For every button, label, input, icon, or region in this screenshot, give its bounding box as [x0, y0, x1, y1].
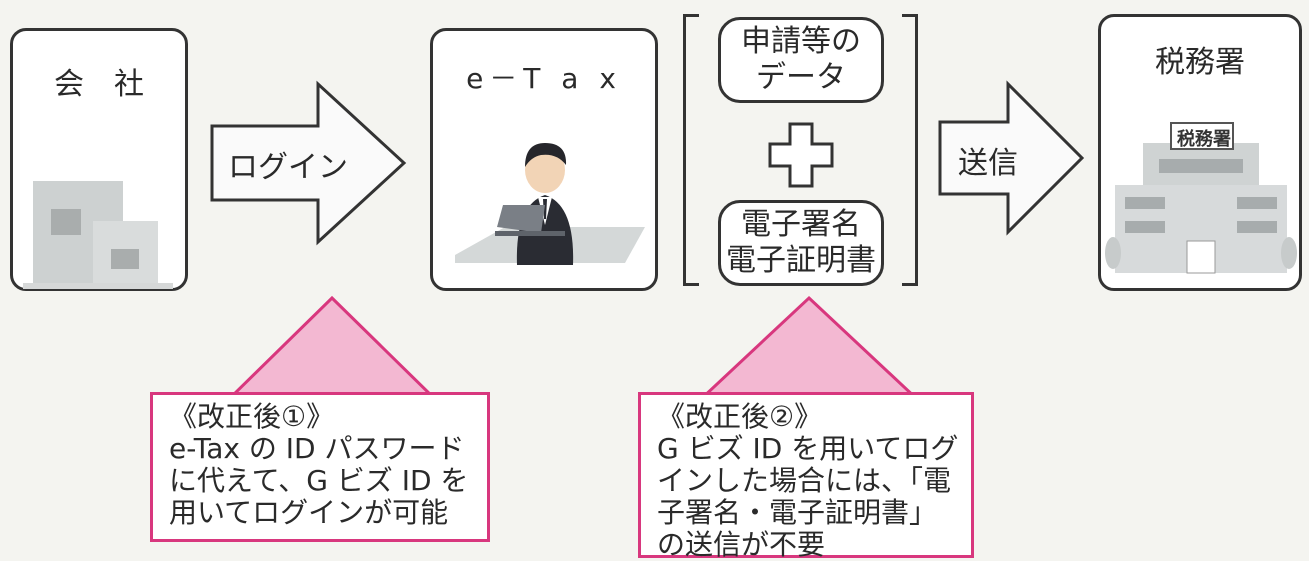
note2-line-3: 子署名・電子証明書」	[657, 496, 938, 529]
signature-line-2: 電子証明書	[726, 243, 876, 278]
office-building-icon	[23, 181, 173, 289]
etax-box: e－T a x	[430, 28, 658, 291]
tax-office-label: 税務署	[1155, 45, 1245, 80]
plus-icon	[768, 122, 834, 188]
note1-line-1: e-Tax の ID パスワード	[169, 432, 465, 465]
send-arrow	[938, 80, 1085, 236]
note1-arrow	[224, 295, 440, 404]
person-at-laptop-icon	[455, 143, 645, 265]
note2-line-4: の送信が不要	[657, 528, 826, 561]
tax-office-sign: 税務署	[1177, 129, 1231, 150]
note1-title: 《改正後①》	[169, 400, 335, 433]
login-label: ログイン	[228, 150, 348, 185]
application-data-line-1: 申請等の	[741, 24, 861, 59]
note2-box: 《改正後②》 G ビズ ID を用いてログ インした場合には、「電 子署名・電子…	[638, 392, 974, 561]
right-bracket	[902, 14, 918, 286]
application-data-box: 申請等の データ	[718, 17, 884, 103]
etax-label: e－T a x	[466, 62, 622, 95]
note1-line-3: 用いてログインが可能	[169, 496, 449, 529]
note2-line-1: G ビズ ID を用いてログ	[657, 432, 959, 465]
application-data-line-2: データ	[756, 60, 846, 95]
note1-line-2: に代えて、G ビズ ID を	[169, 464, 469, 497]
tax-office-box: 税務署 税務署	[1098, 14, 1302, 291]
signature-line-1: 電子署名	[741, 207, 861, 242]
company-label: 会 社	[54, 67, 144, 102]
company-box: 会 社	[10, 28, 188, 291]
note2-title: 《改正後②》	[657, 400, 823, 433]
send-label: 送信	[958, 146, 1018, 181]
note2-arrow	[696, 295, 922, 404]
left-bracket	[683, 14, 699, 286]
login-arrow	[210, 80, 407, 246]
tax-office-building-icon	[1105, 122, 1297, 274]
note1-box: 《改正後①》 e-Tax の ID パスワード に代えて、G ビズ ID を 用…	[150, 392, 490, 542]
signature-box: 電子署名 電子証明書	[718, 200, 884, 286]
note2-line-2: インした場合には、「電	[657, 464, 952, 497]
